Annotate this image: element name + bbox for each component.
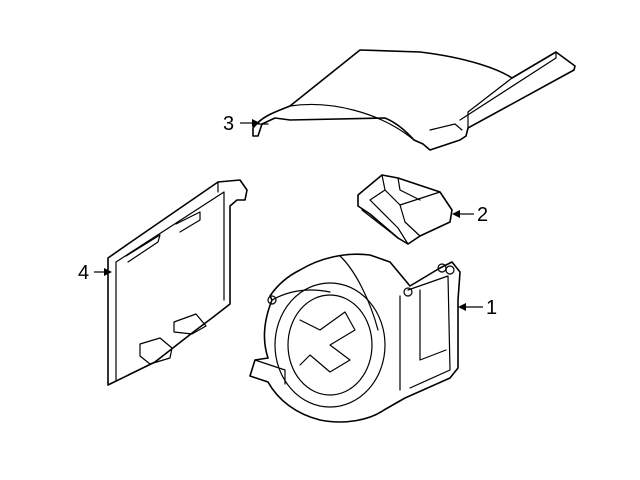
callout-1-arrowhead [458, 303, 466, 311]
callout-2: 2 [452, 204, 488, 226]
part-1-blower [249, 253, 461, 423]
callout-2-label: 2 [477, 204, 488, 226]
callout-1: 1 [458, 297, 497, 319]
part-3-cover [252, 49, 576, 151]
part-2-bracket [357, 174, 453, 245]
callout-3-label: 3 [223, 113, 234, 135]
callout-4-label: 4 [78, 262, 89, 284]
callout-4-arrowhead [104, 268, 112, 276]
callout-4: 4 [78, 262, 112, 284]
callout-3-arrowhead [252, 119, 260, 127]
part-4-frame [107, 179, 248, 386]
callout-1-label: 1 [486, 297, 497, 319]
callout-2-arrowhead [452, 210, 460, 218]
callout-3: 3 [223, 113, 260, 135]
